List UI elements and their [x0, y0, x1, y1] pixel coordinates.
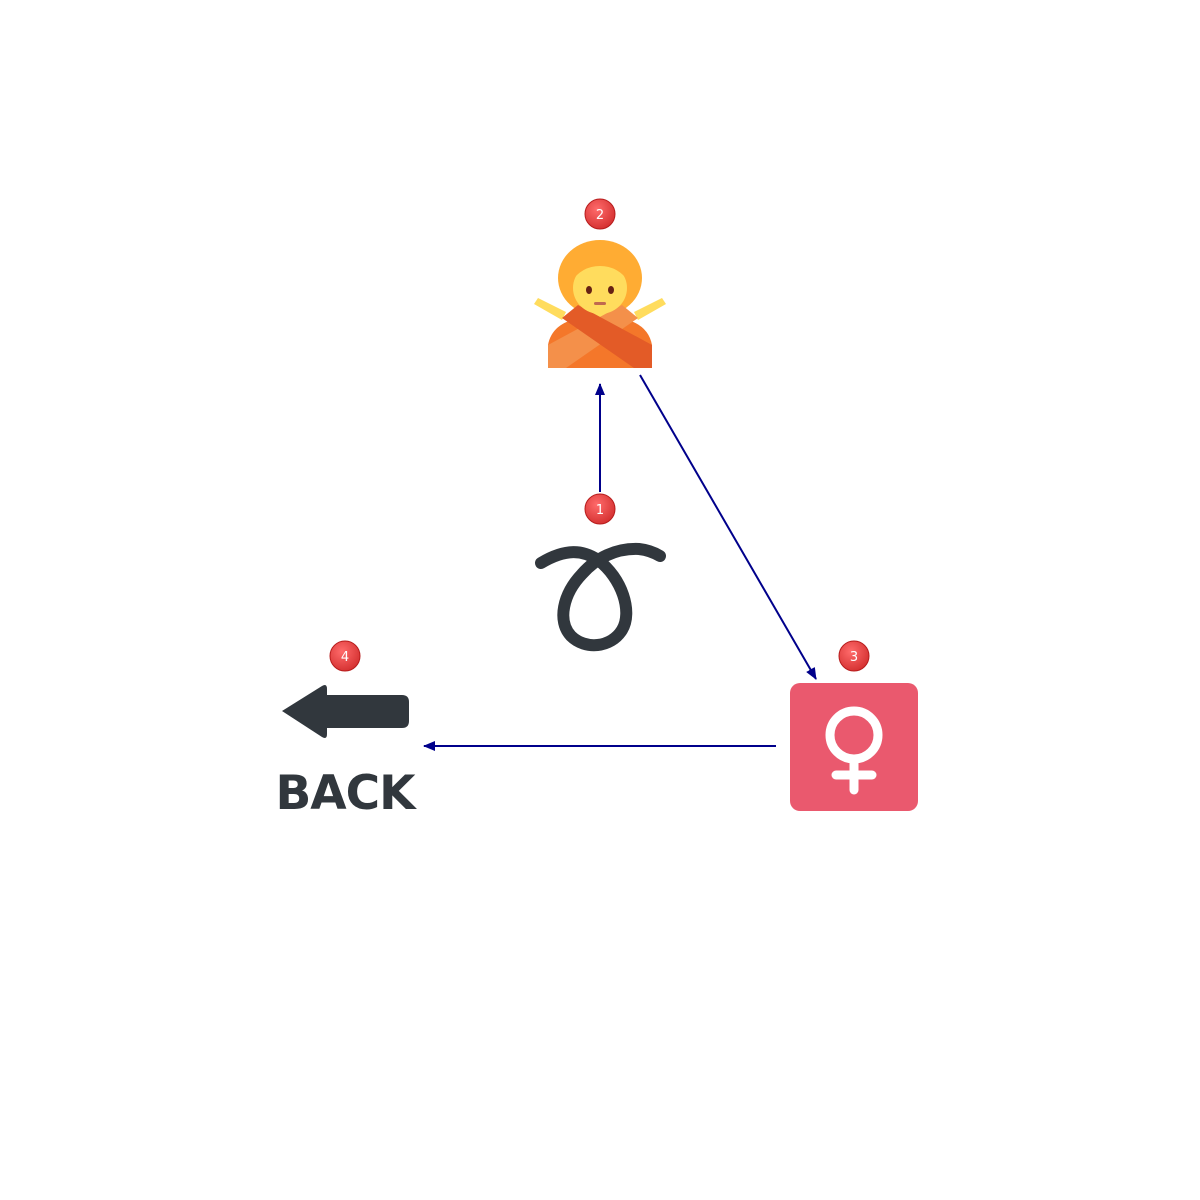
node-2: 2	[534, 198, 666, 368]
node-3: 3	[790, 640, 918, 811]
curly-loop-icon	[535, 542, 666, 652]
edge-2-to-3	[639, 374, 817, 680]
badge-number: 2	[596, 208, 604, 223]
node-badge: 1	[584, 493, 616, 525]
female-sign-icon	[790, 683, 918, 811]
node-badge: 2	[584, 198, 616, 230]
back-arrow-icon	[282, 685, 409, 738]
badge-number: 1	[596, 503, 604, 518]
edges	[423, 374, 817, 751]
badge-number: 3	[850, 650, 858, 665]
node-badge: 4	[329, 640, 361, 672]
node-badge: 3	[838, 640, 870, 672]
node-1: 1	[535, 493, 666, 652]
person-gesturing-no-icon	[534, 240, 666, 368]
back-label: BACK	[275, 766, 417, 821]
badge-number: 4	[341, 650, 349, 665]
node-4: BACK 4	[275, 640, 418, 821]
